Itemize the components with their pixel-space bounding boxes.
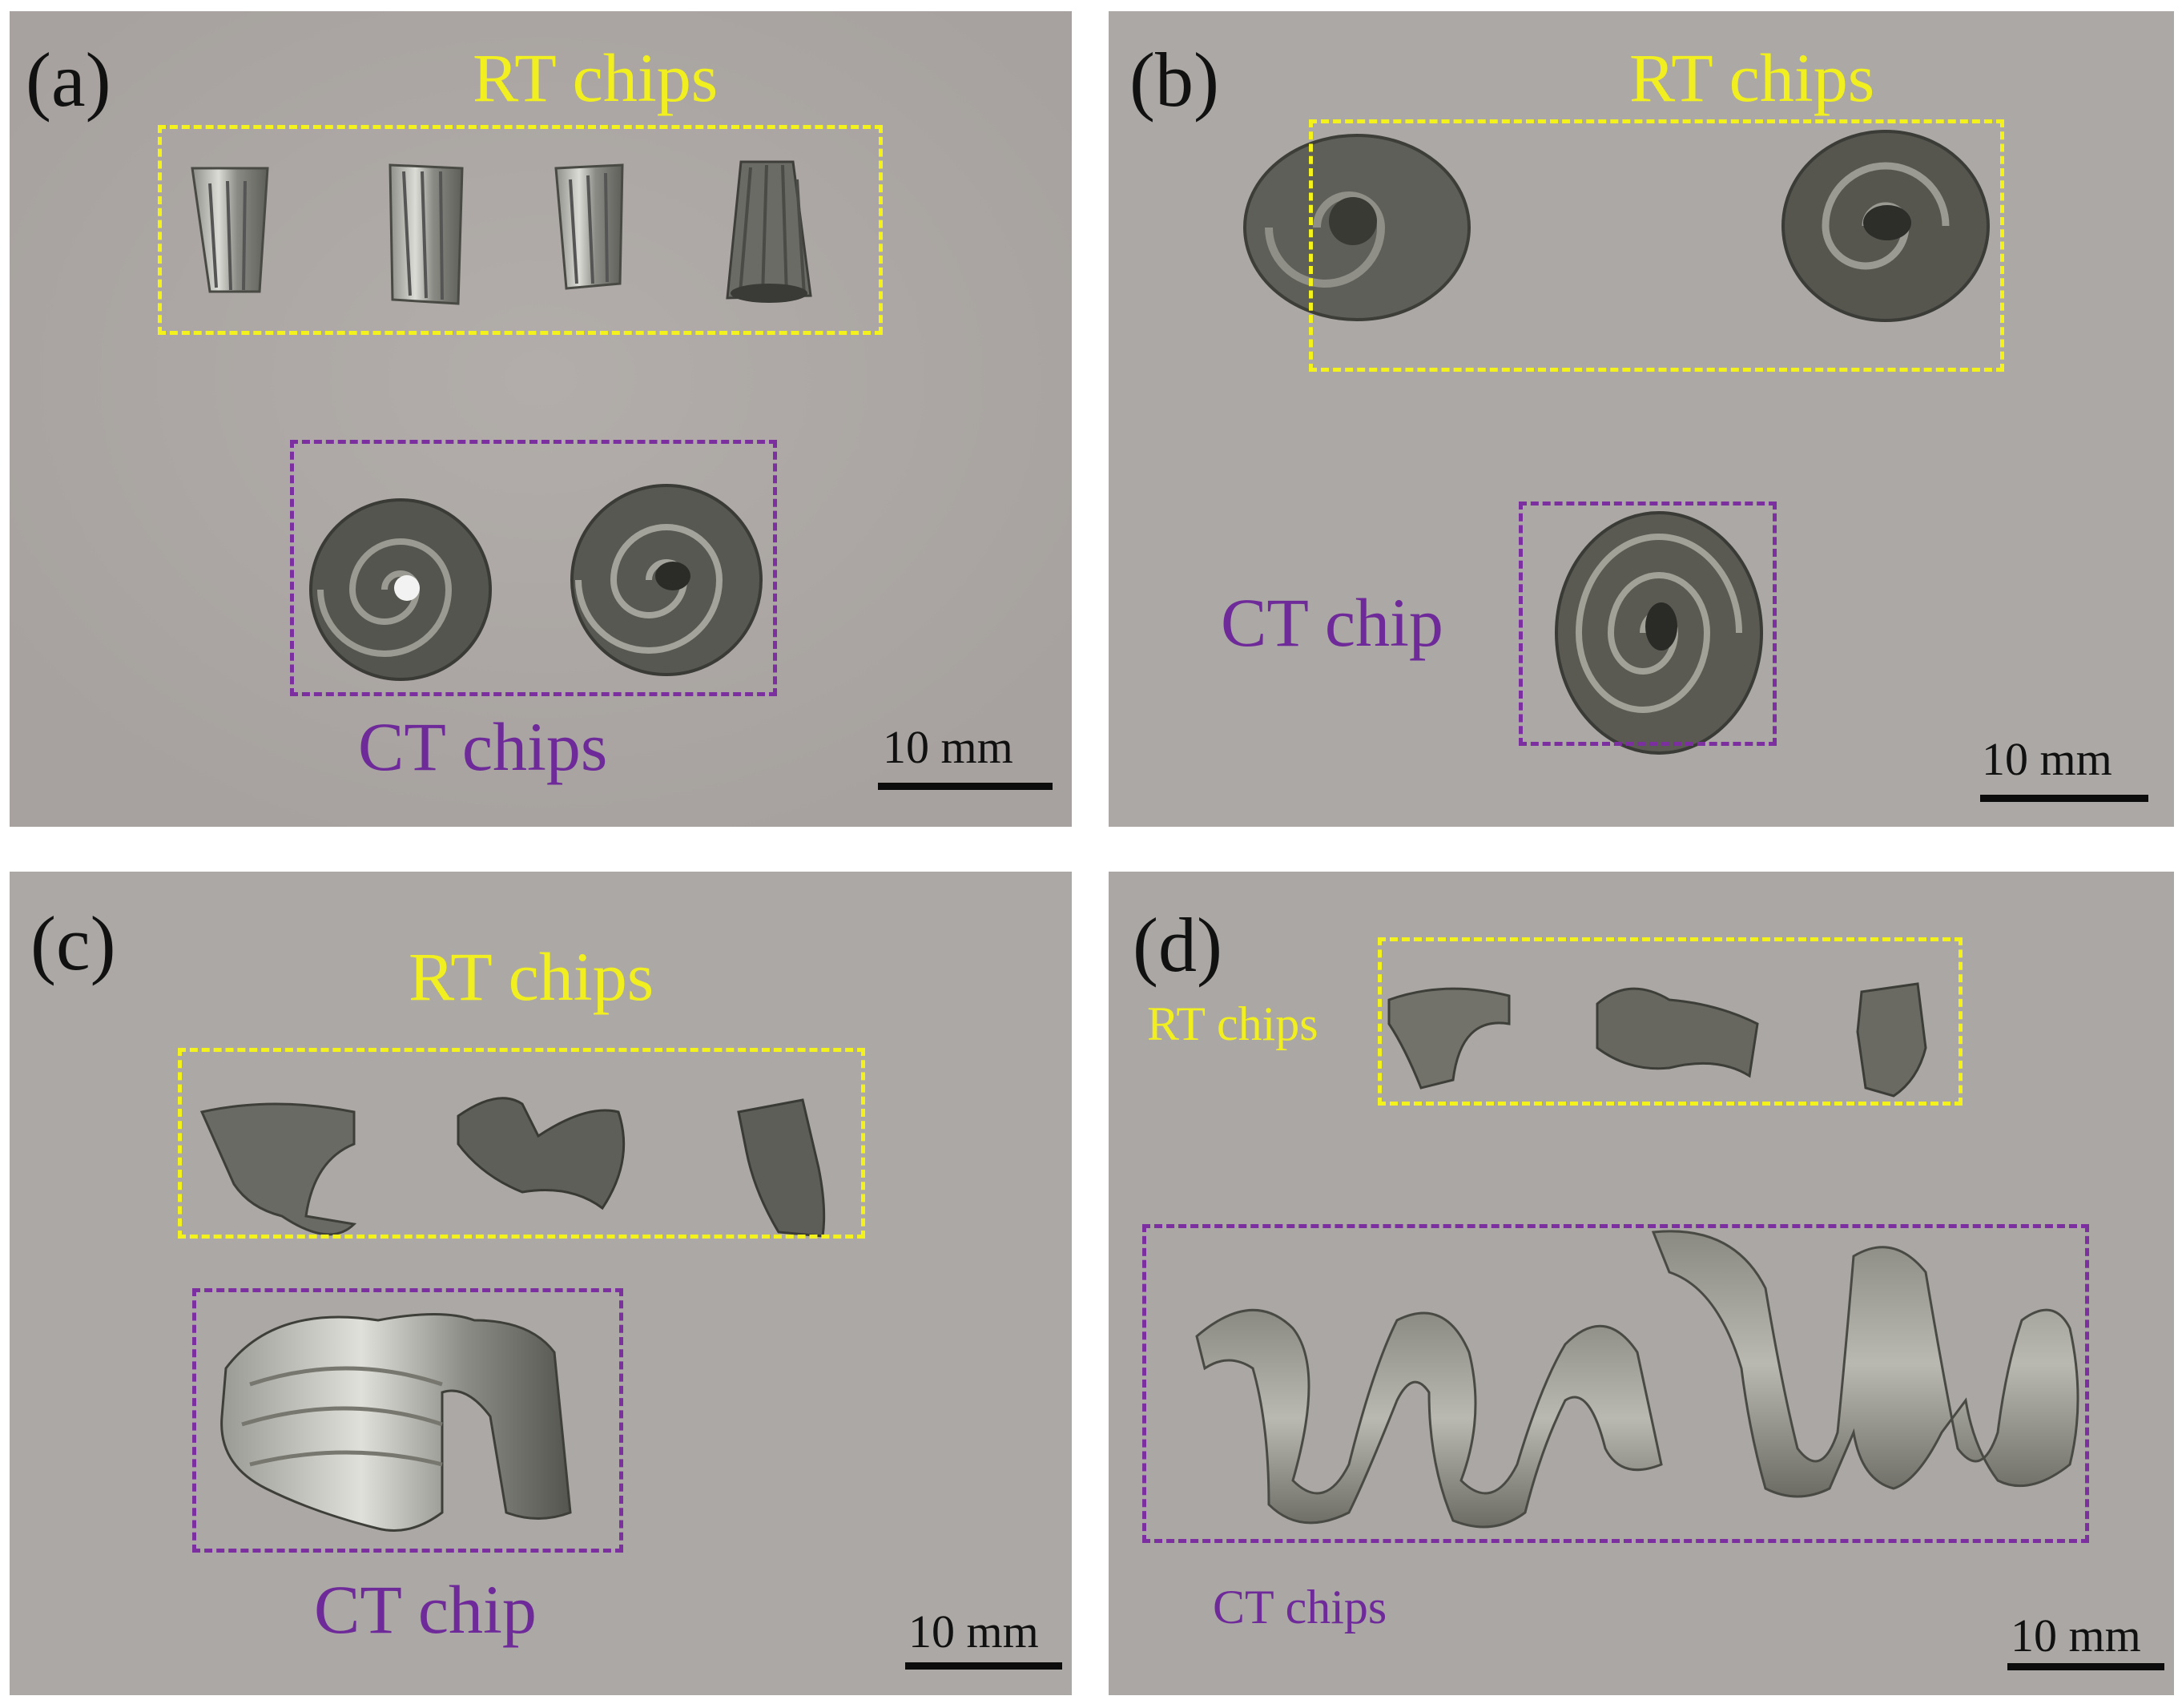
scale-bar-label: 10 mm (1982, 733, 2112, 785)
ct-chips-box (290, 440, 777, 696)
ct-chip (220, 1313, 572, 1532)
panel-label: (d) (1133, 902, 1222, 988)
scale-bar-label: 10 mm (2011, 1609, 2141, 1662)
scale-bar (878, 783, 1053, 790)
scale-bar-label: 10 mm (908, 1605, 1039, 1658)
scale-bar (1980, 795, 2148, 802)
scale-bar (2007, 1663, 2164, 1670)
panel-c-photo (10, 872, 1072, 1695)
ct-chips-label: CT chips (358, 708, 608, 785)
ct-chips-box (192, 1288, 623, 1553)
ct-chip (309, 498, 492, 681)
ct-chip (1651, 1230, 2079, 1498)
rt-chip (1387, 987, 1511, 1090)
rt-chips-box (178, 1048, 865, 1239)
rt-chips-label: RT chips (1629, 39, 1875, 116)
rt-chip (1596, 987, 1759, 1078)
rt-chip (1856, 982, 1927, 1098)
ct-chips-box (1142, 1224, 2089, 1543)
rt-chips-box (158, 125, 883, 335)
panel-c: (c) RT chips CT chip 10 mm (10, 872, 1072, 1695)
panel-label: (a) (26, 37, 111, 123)
panel-a: (a) RT chips CT chips 10 mm (10, 11, 1072, 827)
panel-b-photo (1109, 11, 2174, 827)
rt-chip (191, 167, 269, 293)
rt-chips-label: RT chips (473, 39, 719, 116)
rt-chip (737, 1098, 826, 1238)
rt-chip (554, 163, 624, 290)
ct-chips-label: CT chip (1221, 584, 1443, 661)
rt-chip (1781, 130, 1990, 322)
rt-chips-label: RT chips (1147, 997, 1318, 1050)
panel-d-photo (1109, 872, 2174, 1695)
ct-chip (1555, 511, 1763, 755)
ct-chip (1195, 1308, 1663, 1529)
rt-chip (199, 1102, 357, 1236)
panel-label: (b) (1129, 37, 1219, 123)
rt-chips-label: RT chips (409, 938, 654, 1015)
scale-bar-label: 10 mm (883, 721, 1013, 773)
panel-label: (c) (30, 900, 116, 986)
ct-chips-label: CT chips (1213, 1581, 1387, 1633)
panel-a-photo (10, 11, 1072, 827)
panel-d: (d) RT chips CT chips 10 mm (1109, 872, 2174, 1695)
rt-chip (457, 1097, 626, 1211)
rt-chip (726, 160, 812, 303)
rt-chips-box (1378, 937, 1963, 1106)
rt-chip (1243, 134, 1471, 321)
ct-chips-label: CT chip (314, 1571, 537, 1648)
ct-chips-box (1519, 502, 1777, 746)
rt-chip (388, 163, 464, 305)
rt-chips-box (1309, 119, 2004, 372)
ct-chip (570, 484, 763, 676)
scale-bar (905, 1662, 1062, 1670)
panel-b: (b) RT chips CT chip 10 mm (1109, 11, 2174, 827)
